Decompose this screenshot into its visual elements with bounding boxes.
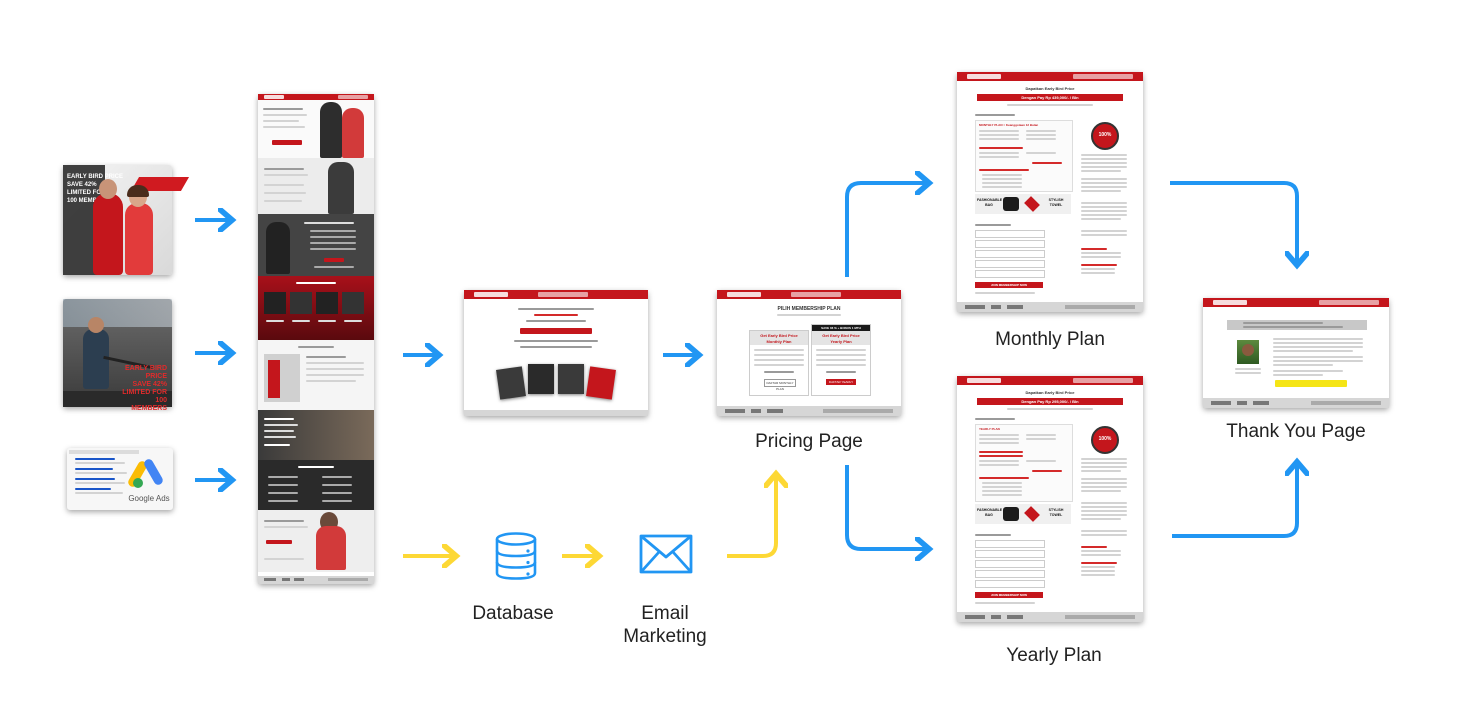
landing-section-training: [258, 214, 374, 276]
facebook-ad-1: EARLY BIRD PRICE SAVE 42% LIMITED FOR 10…: [63, 165, 190, 275]
pricing-title: PILIH MEMBERSHIP PLAN: [777, 306, 841, 312]
landing-section-member-benefits: [258, 460, 374, 510]
ad-2-gym-window: [63, 299, 172, 327]
pricing-page-screenshot: PILIH MEMBERSHIP PLAN Get Early Bird Pri…: [717, 290, 901, 416]
landing-footer: [258, 576, 374, 584]
google-ad: Google Ads: [67, 448, 173, 510]
ad-1-person-woman: [125, 203, 153, 275]
yearly-plan-page: Dapatkan Early Bird Price Dengan Pay Rp …: [957, 376, 1143, 622]
database-icon: [495, 532, 537, 580]
monthly-guarantee-badge: 100%: [1091, 122, 1119, 150]
pricing-yearly-button[interactable]: DAFTAR YEARLY PLAN: [826, 379, 856, 390]
thankyou-whatsapp-button[interactable]: [1275, 380, 1347, 387]
optin-confirmation-page: [464, 290, 648, 416]
landing-section-final-cta: [258, 510, 374, 572]
facebook-ad-2: EARLY BIRD PRICE SAVE 42% LIMITED FOR 10…: [63, 299, 172, 412]
pricing-monthly-button[interactable]: DAFTAR MONTHLY PLAN: [764, 379, 796, 391]
pricing-yearly-card: SAVE 36 % + BONUS 1 MTH Get Early Bird P…: [811, 324, 871, 396]
landing-section-red: [258, 276, 374, 340]
ad-1-caption: EARLY BIRD PRICE SAVE 42% LIMITED FOR 10…: [67, 174, 124, 204]
landing-section-stories: [258, 340, 374, 410]
ad-2-caption: EARLY BIRD PRICE SAVE 42% LIMITED FOR 10…: [122, 365, 167, 412]
ad-2-floor: [63, 391, 172, 407]
landing-section-gym: [258, 410, 374, 460]
landing-header: [258, 94, 374, 100]
monthly-plan-page: Dapatkan Early Bird Price Dengan Pay Rp …: [957, 72, 1143, 312]
thank-you-page-screenshot: [1203, 298, 1389, 408]
ad-1-person-man-head: [99, 179, 117, 199]
ad-1-woman-hair: [127, 185, 149, 197]
landing-page: [258, 94, 374, 584]
arrow-email-to-pricing: [727, 475, 776, 558]
yearly-register-button[interactable]: JOIN MEMBERSHIP NOW: [975, 592, 1043, 598]
arrow-yearly-to-thankyou: [1172, 463, 1297, 538]
monthly-bonus-products: FASHIONABLE BAG STYLISH TOWEL: [975, 194, 1071, 214]
monthly-register-button[interactable]: JOIN MEMBERSHIP NOW: [975, 282, 1043, 288]
ad-2-athlete-head: [88, 317, 104, 333]
google-ads-logo-icon: [128, 459, 163, 488]
pricing-page-label: Pricing Page: [755, 431, 863, 452]
yearly-guarantee-badge: 100%: [1091, 426, 1119, 454]
yearly-bonus-products: FASHIONABLE BAG STYLISH TOWEL: [975, 504, 1071, 524]
yearly-plan-label: Yearly Plan: [1006, 645, 1102, 666]
arrow-pricing-to-monthly: [845, 183, 928, 277]
thank-you-page-label: Thank You Page: [1226, 421, 1366, 442]
database-label: Database: [472, 603, 554, 624]
arrow-pricing-to-yearly: [845, 465, 928, 549]
ad-1-person-man: [93, 193, 123, 275]
google-ads-logo-text: Google Ads: [128, 494, 170, 503]
email-marketing-label: Email Marketing: [623, 603, 707, 647]
optin-ebook-mockups: [496, 362, 616, 400]
email-envelope-icon: [639, 534, 693, 574]
landing-section-benefits: [258, 158, 374, 214]
pricing-monthly-card: Get Early Bird Price Monthly Plan DAFTAR…: [749, 330, 809, 396]
arrow-monthly-to-thankyou: [1170, 181, 1297, 264]
landing-hero: [258, 100, 374, 158]
monthly-plan-label: Monthly Plan: [995, 329, 1105, 350]
